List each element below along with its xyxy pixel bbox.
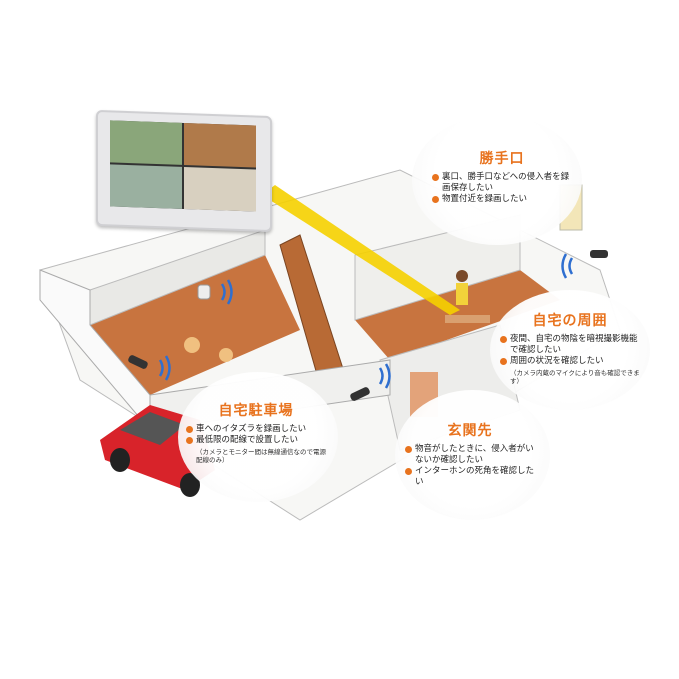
callout-bubble — [395, 390, 550, 520]
callout-bubble — [178, 372, 338, 502]
callout-item: 夜間、自宅の物陰を暗視撮影機能で確認したい — [500, 334, 640, 356]
callout-bubble — [412, 115, 582, 245]
monitor-screen — [110, 120, 256, 212]
callout-item: 裏口、勝手口などへの侵入者を録画保存したい — [432, 172, 572, 194]
callout-surroundings: 自宅の周囲 夜間、自宅の物陰を暗視撮影機能で確認したい 周囲の状況を確認したい … — [500, 310, 640, 385]
callout-list: 物音がしたときに、侵入者がいないか確認したい インターホンの死角を確認したい — [405, 444, 535, 488]
camera-feed — [110, 120, 182, 165]
child — [219, 348, 233, 362]
callout-title: 玄関先 — [447, 423, 493, 439]
callout-title: 勝手口 — [479, 151, 525, 167]
child — [184, 337, 200, 353]
callout-list: 夜間、自宅の物陰を暗視撮影機能で確認したい 周囲の状況を確認したい — [500, 334, 640, 367]
callout-item: 周囲の状況を確認したい — [500, 356, 640, 367]
callout-parking: 自宅駐車場 車へのイタズラを録画したい 最低限の配線で設置したい （カメラとモニ… — [186, 400, 326, 464]
camera-icon — [128, 355, 148, 369]
person — [456, 283, 468, 305]
callout-item: 最低限の配線で設置したい — [186, 435, 326, 446]
camera-feed — [110, 164, 182, 209]
wireless-signal-icon — [158, 253, 574, 389]
callout-backdoor: 勝手口 裏口、勝手口などへの侵入者を録画保存したい 物置付近を録画したい — [432, 148, 572, 205]
callout-list: 車へのイタズラを録画したい 最低限の配線で設置したい — [186, 424, 326, 446]
callout-item: 物音がしたときに、侵入者がいないか確認したい — [405, 444, 535, 466]
callout-note: （カメラとモニター間は無線通信なので電源配線のみ） — [196, 448, 326, 464]
callout-bubble — [490, 290, 650, 410]
table — [445, 315, 490, 323]
camera-icon — [197, 284, 211, 300]
camera-icon — [590, 250, 608, 258]
person-head — [456, 270, 468, 282]
callout-list: 裏口、勝手口などへの侵入者を録画保存したい 物置付近を録画したい — [432, 172, 572, 205]
callout-title: 自宅の周囲 — [532, 313, 608, 329]
view-beam — [262, 185, 460, 315]
camera-feed — [184, 167, 256, 212]
callout-item: 物置付近を録画したい — [432, 194, 572, 205]
callout-item: 車へのイタズラを録画したい — [186, 424, 326, 435]
callout-entrance: 玄関先 物音がしたときに、侵入者がいないか確認したい インターホンの死角を確認し… — [405, 420, 535, 488]
camera-icon — [350, 387, 370, 401]
camera-feed — [184, 123, 256, 168]
callout-note: （カメラ内蔵のマイクにより音も確認できます） — [510, 369, 640, 385]
monitor-display — [96, 109, 272, 233]
callout-item: インターホンの死角を確認したい — [405, 466, 535, 488]
callout-title: 自宅駐車場 — [218, 403, 294, 419]
